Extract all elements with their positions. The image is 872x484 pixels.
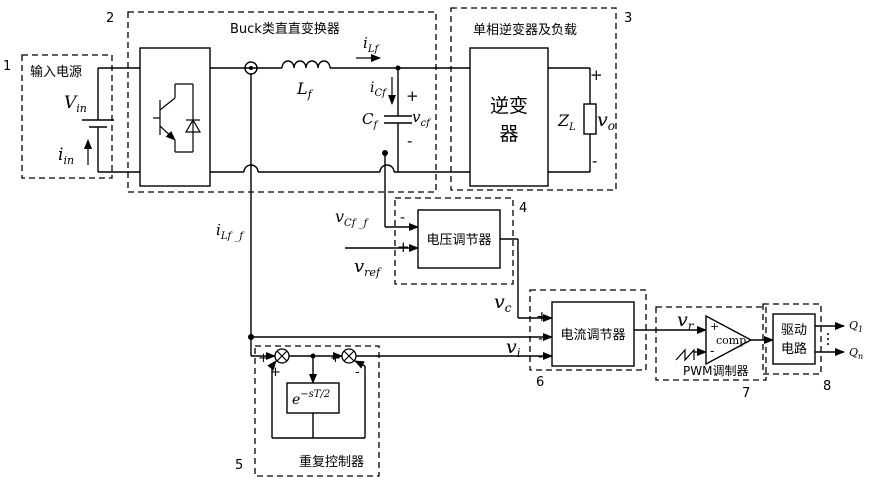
inverter-label-line2: 器 [499,123,518,145]
power-switch-block [140,48,210,186]
cf-label: Cf [362,110,379,131]
vcf-label: vcf [412,108,432,129]
input-power-title: 输入电源 [30,64,82,80]
vreg-plus-sign: + [397,238,410,256]
buck-converter-title: Buck类直直变换器 [230,21,340,37]
creg-minus-sign-2: - [538,349,543,365]
driver-label-line1: 驱动 [781,323,807,338]
qn-label: Qn [849,346,863,361]
vreg-minus-sign: - [400,210,405,226]
vin-label: Vin [64,93,87,115]
ilf-f-label: iLf _f [216,221,245,242]
vcf-minus-sign: - [407,132,412,150]
creg-plus-sign: + [536,309,548,325]
group-number-4: 4 [519,201,527,216]
group-number-6: 6 [536,375,544,390]
rc-plus-sign-3: + [330,351,341,366]
voltage-regulator-label: 电压调节器 [426,233,491,248]
group-number-7: 7 [742,386,750,401]
group-number-5: 5 [235,458,243,473]
load-impedance [584,104,596,134]
creg-minus-sign-1: - [538,331,543,347]
inductor-lf-icon [282,61,330,68]
icf-label: iCf [370,80,388,99]
rc-plus-sign-2: + [270,365,281,380]
inverter-load-title: 单相逆变器及负载 [473,22,577,38]
vcf-plus-sign: + [406,87,419,105]
repetitive-controller-title: 重复控制器 [299,454,364,470]
current-regulator-label: 电流调节器 [560,328,625,343]
rc-plus-sign-1: + [258,351,269,366]
rc-minus-sign: - [355,365,360,380]
vo-plus-sign: + [590,66,603,84]
sawtooth-carrier-icon [676,350,694,360]
comp-minus-sign: - [710,344,714,358]
inverter-label-line1: 逆变 [490,95,528,117]
vo-minus-sign: - [592,152,597,170]
vi-label: vi [506,336,521,360]
zl-label: ZL [557,111,576,133]
vref-label: vref [354,256,382,279]
vc-label: vc [494,291,512,315]
driver-label-line2: 电路 [781,341,807,357]
pwm-modulator-title: PWM调制器 [683,364,748,378]
inverter-block [470,48,548,186]
group-number-2: 2 [106,11,114,26]
vcf-f-label: vCf _f [335,207,370,229]
vo-label: vo [597,109,615,133]
q1-label: Q1 [849,319,863,334]
group-number-3: 3 [624,11,632,26]
group-number-8: 8 [823,379,831,394]
comparator-label: comp [716,334,746,347]
ilf-label: iLf [363,34,380,55]
group-number-1: 1 [3,59,11,74]
iin-label: iin [58,145,74,167]
comp-plus-sign: + [710,320,719,333]
vr-label: vr [677,309,695,333]
lf-label: Lf [296,79,314,101]
